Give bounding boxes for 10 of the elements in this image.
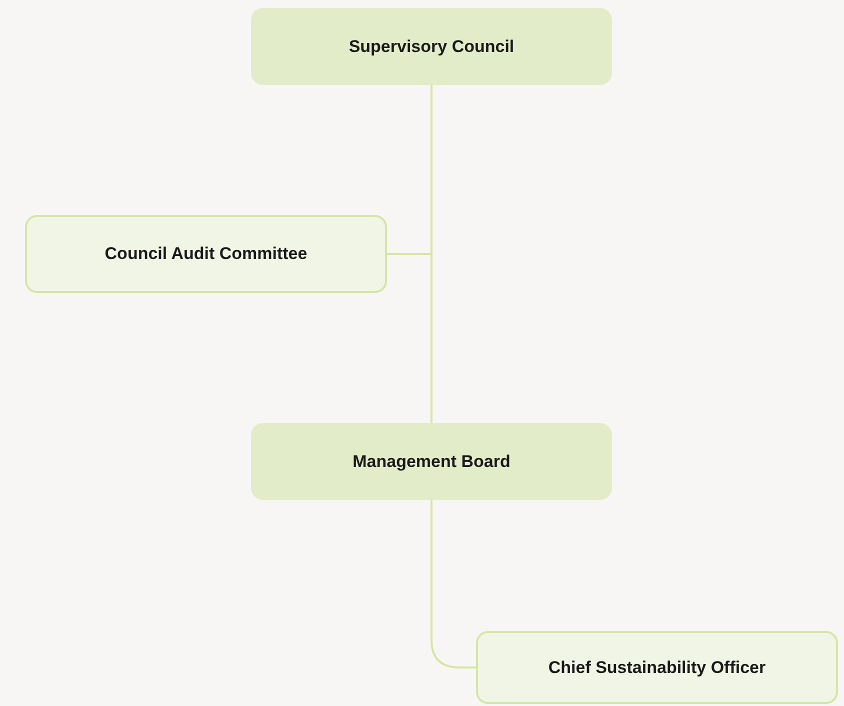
box-label: Supervisory Council — [348, 36, 514, 58]
box-label: Management Board — [352, 450, 510, 473]
box-label: Chief Sustainability Officer — [548, 656, 766, 679]
box-label: Council Audit Committee — [104, 243, 308, 266]
org-box — [251, 423, 612, 500]
connector-line — [430, 500, 476, 668]
org-box — [476, 631, 838, 704]
connector-line — [387, 85, 432, 255]
org-box — [25, 215, 387, 293]
org-box — [251, 8, 612, 85]
